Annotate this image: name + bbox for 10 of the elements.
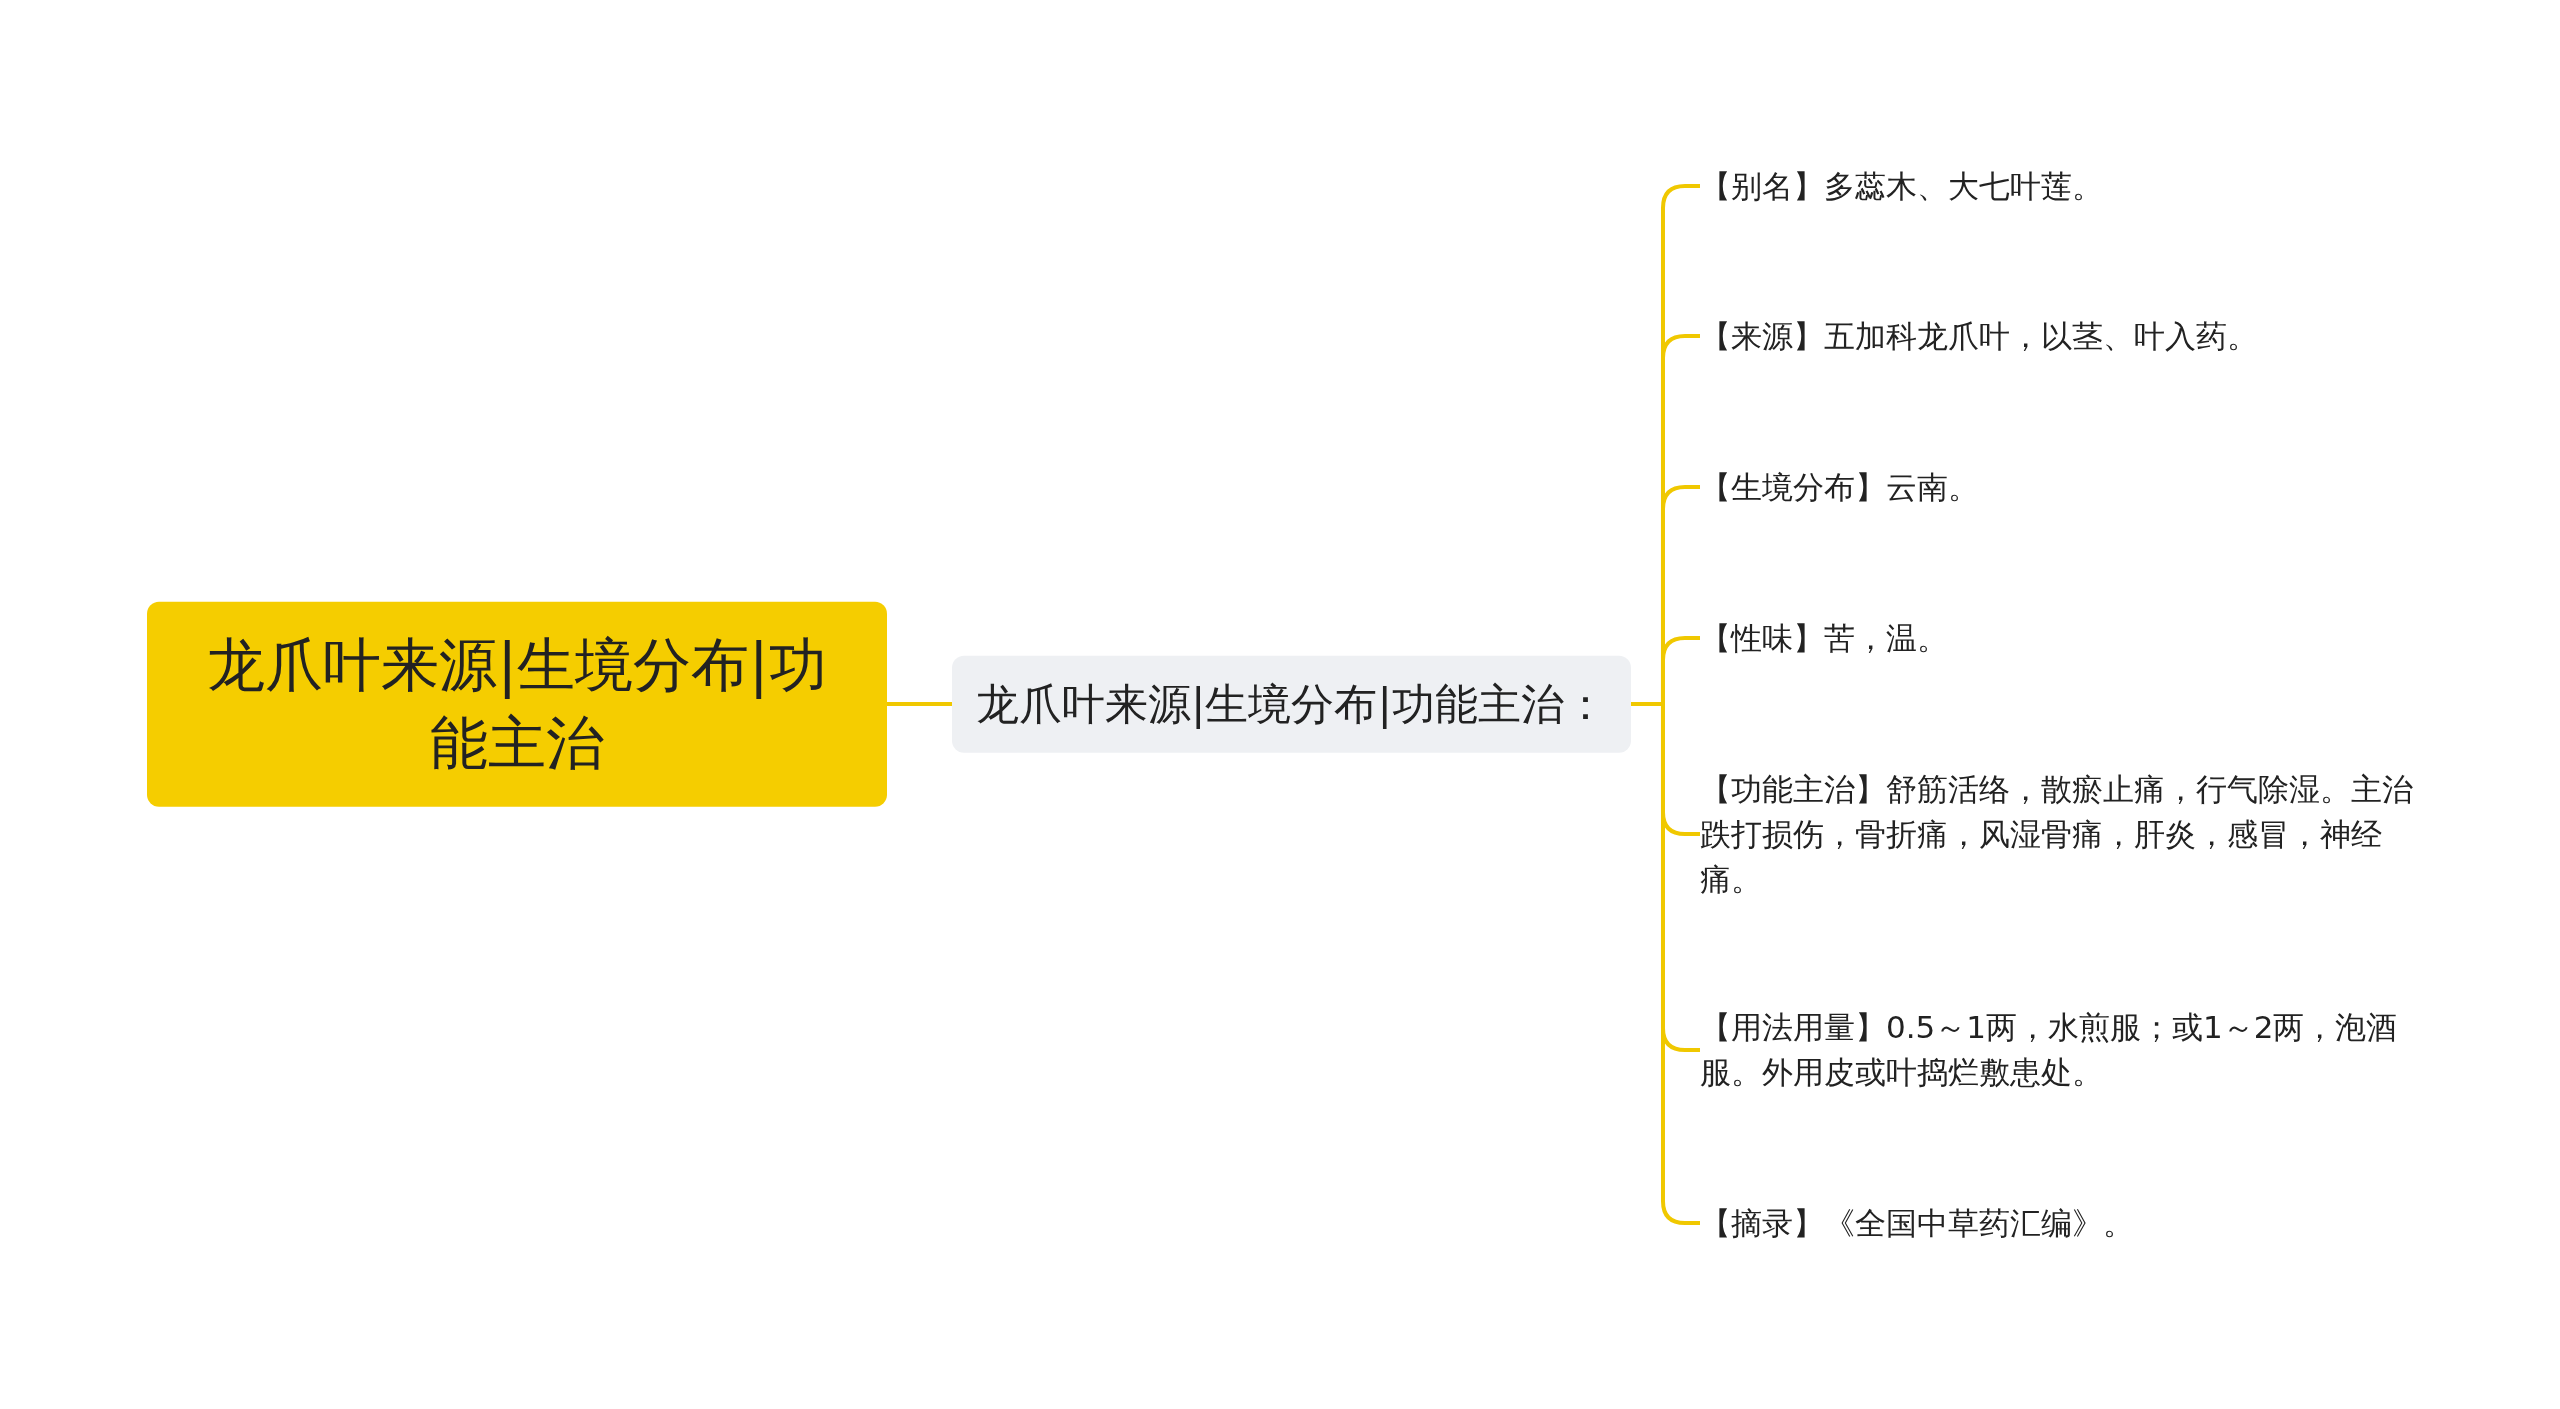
leaf-topic-text: 【来源】五加科龙爪叶，以茎、叶入药。 bbox=[1700, 305, 2420, 367]
leaf-topic-text: 【生境分布】云南。 bbox=[1700, 456, 2420, 518]
root-topic-box: 龙爪叶来源|生境分布|功能主治 bbox=[147, 601, 887, 807]
subtopic-box: 龙爪叶来源|生境分布|功能主治： bbox=[952, 655, 1631, 753]
leaf-topic-text: 【别名】多蕊木、大七叶莲。 bbox=[1700, 155, 2420, 217]
leaf-topic-text: 【功能主治】舒筋活络，散瘀止痛，行气除湿。主治跌打损伤，骨折痛，风湿骨痛，肝炎，感冒，神经痛。 bbox=[1700, 758, 2420, 910]
leaf-topic-text: 【用法用量】0.5～1两，水煎服；或1～2两，泡酒服。外用皮或叶捣烂敷患处。 bbox=[1700, 997, 2420, 1103]
leaf-topic-text: 【性味】苦，温。 bbox=[1700, 607, 2420, 669]
leaf-topic-text: 【摘录】《全国中草药汇编》。 bbox=[1700, 1192, 2420, 1254]
connector-line bbox=[887, 702, 952, 706]
